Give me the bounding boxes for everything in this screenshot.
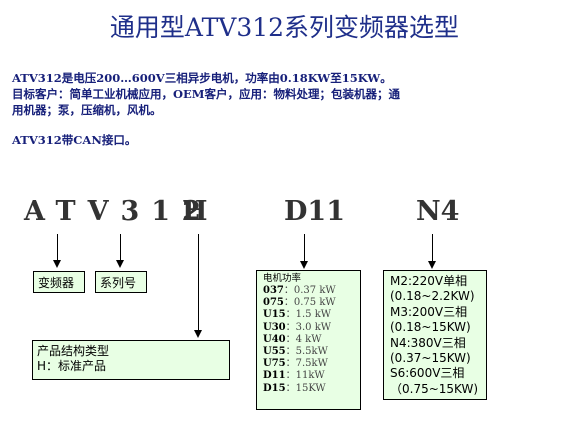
box-series-no: 系列号 bbox=[95, 271, 147, 293]
power-code: D11 bbox=[263, 370, 286, 382]
arrow-head-power bbox=[300, 261, 308, 269]
power-value: ：15KW bbox=[285, 382, 326, 394]
power-code: U75 bbox=[263, 358, 286, 370]
voltage-row: （0.75~15KW) bbox=[390, 381, 479, 396]
page-title: 通用型ATV312系列变频器选型 bbox=[109, 13, 460, 42]
arrow-line-structure bbox=[198, 234, 199, 332]
code-power: D11 bbox=[284, 196, 345, 227]
power-row: U40：4 kW bbox=[263, 334, 354, 346]
power-row: 037：0.37 kW bbox=[263, 285, 354, 297]
code-voltage: N4 bbox=[416, 196, 460, 227]
power-value: ：0.37 kW bbox=[283, 285, 336, 296]
intro-line-1: ATV312是电压200…600V三相异步电机，功率由0.18KW至15KW。 bbox=[12, 71, 392, 85]
voltage-row: S6:600V三相 bbox=[390, 366, 465, 381]
intro-line-2: 目标客户：简单工业机械应用，OEM客户，应用：物料处理；包装机器；通 bbox=[12, 87, 401, 101]
box-voltage: M2:220V单相(0.18~2.2KW)M3:200V三相(0.18~15KW… bbox=[383, 270, 487, 400]
power-code: 075 bbox=[263, 297, 284, 309]
arrow-head-structure bbox=[194, 330, 202, 338]
power-title: 电机功率 bbox=[263, 273, 302, 284]
power-code: U15 bbox=[263, 309, 286, 321]
code-series: ATV312 bbox=[24, 196, 213, 227]
arrow-line-series bbox=[120, 234, 121, 262]
power-row: U30：3.0 kW bbox=[263, 322, 354, 334]
power-value: ：0.75 kW bbox=[283, 297, 336, 309]
intro-line-4: ATV312带CAN接口。 bbox=[12, 133, 137, 147]
power-value: ：5.5kW bbox=[285, 346, 328, 358]
power-code: D15 bbox=[263, 382, 286, 394]
voltage-row: M2:220V单相 bbox=[390, 274, 468, 288]
power-code: U55 bbox=[263, 346, 286, 358]
power-row: U15：1.5 kW bbox=[263, 309, 354, 321]
power-value: ：11kW bbox=[285, 370, 325, 382]
power-code: U40 bbox=[263, 333, 286, 345]
power-row: U55：5.5kW bbox=[263, 346, 354, 358]
voltage-row: (0.37~15KW) bbox=[390, 351, 471, 366]
arrow-head-series bbox=[116, 260, 124, 268]
power-row: D15：15KW bbox=[263, 383, 354, 395]
structure-title: 产品结构类型 bbox=[37, 344, 110, 358]
arrow-line-voltage bbox=[432, 234, 433, 263]
arrow-line-power bbox=[304, 234, 305, 263]
power-value: ：7.5kW bbox=[285, 358, 328, 370]
power-value: ：1.5 kW bbox=[285, 309, 332, 321]
voltage-row: M3:200V三相 bbox=[390, 304, 468, 319]
power-code: 037 bbox=[263, 285, 284, 296]
voltage-row: N4:380V三相 bbox=[390, 335, 466, 350]
structure-value: H：标准产品 bbox=[37, 359, 107, 373]
power-value: ：3.0 kW bbox=[285, 321, 332, 333]
power-row: D11：11kW bbox=[263, 370, 354, 382]
code-structure: H bbox=[182, 196, 208, 227]
box-drive: 变频器 bbox=[33, 271, 85, 293]
voltage-row: (0.18~2.2KW) bbox=[390, 289, 475, 304]
voltage-row: (0.18~15KW) bbox=[390, 320, 471, 335]
box-structure: 产品结构类型 H：标准产品 bbox=[32, 340, 230, 380]
intro-line-3: 用机器；泵，压缩机，风机。 bbox=[12, 103, 162, 117]
arrow-line-drive bbox=[57, 234, 58, 262]
arrow-head-drive bbox=[53, 260, 61, 268]
voltage-list: M2:220V单相(0.18~2.2KW)M3:200V三相(0.18~15KW… bbox=[390, 274, 480, 397]
power-value: ：4 kW bbox=[285, 333, 322, 345]
power-code: U30 bbox=[263, 321, 286, 333]
power-row: U75：7.5kW bbox=[263, 358, 354, 370]
arrow-head-voltage bbox=[428, 261, 436, 269]
power-row: 075：0.75 kW bbox=[263, 297, 354, 309]
